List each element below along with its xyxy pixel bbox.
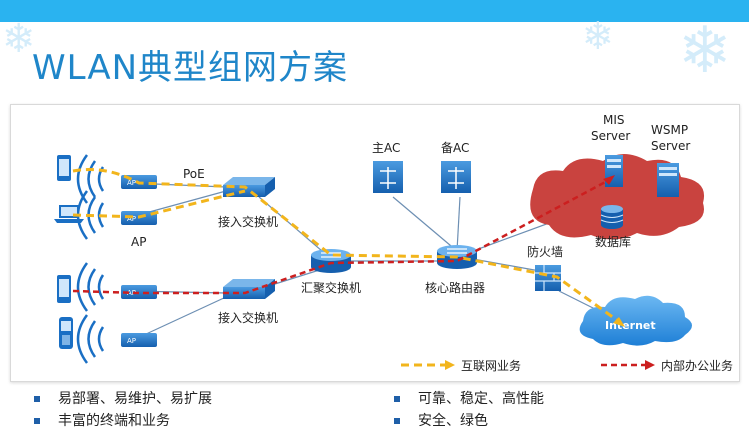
access-switch-top-label: 接入交换机 [218,215,279,229]
main-ac-icon [373,161,403,193]
access-switch-bottom-icon [223,279,275,299]
snowflake-decoration-left: ❄ [2,16,36,62]
ap-badge: AP [127,289,136,297]
bullet-text: 安全、绿色 [418,413,488,429]
bullet-text: 丰富的终端和业务 [58,413,170,429]
network-diagram: AP AP AP AP [54,154,705,370]
ap-badge: AP [127,179,136,187]
mobile-phone-icon [59,317,73,349]
top-accent-bar [0,0,749,22]
access-switch-bottom-label: 接入交换机 [218,311,279,325]
legend-internal-office-label: 内部办公业务 [661,359,734,373]
legend-internal-office [601,360,655,370]
ap-label: AP [131,235,147,249]
legend-internet-service [401,360,455,370]
internet-service-path [72,168,622,325]
wsmp-server-label-line2: Server [651,139,691,153]
bullet-marker [34,418,40,424]
bullet-list-left: 易部署、易维护、易扩展 丰富的终端和业务 [34,388,354,432]
bullet-text: 易部署、易维护、易扩展 [58,391,212,407]
backup-ac-label: 备AC [441,141,470,155]
internal-path-arrowhead [603,175,615,185]
network-diagram-panel: AP AP AP AP [10,104,740,382]
mis-server-label-line2: Server [591,129,631,143]
aggregation-switch-label: 汇聚交换机 [301,281,362,295]
internet-cloud-icon: Internet [579,295,692,346]
mis-server-label-line1: MIS [603,113,625,127]
core-router-label: 核心路由器 [425,281,486,295]
slide-title: WLAN典型组网方案 [32,48,349,88]
main-ac-label: 主AC [372,141,401,155]
bullet-item: 可靠、稳定、高性能 [394,388,714,410]
snowflake-decoration-right: ❄ [678,14,732,88]
bullet-item: 安全、绿色 [394,410,714,432]
bullet-marker [394,396,400,402]
bullet-text: 可靠、稳定、高性能 [418,391,544,407]
bullet-list-right: 可靠、稳定、高性能 安全、绿色 [394,388,714,432]
poe-label: PoE [183,167,205,181]
bullet-item: 易部署、易维护、易扩展 [34,388,354,410]
wsmp-server-icon [657,163,679,197]
firewall-label: 防火墙 [527,245,564,259]
ap-badge: AP [127,337,136,345]
firewall-icon [535,265,561,291]
smartphone-icon-2 [57,275,71,303]
backup-ac-icon [441,161,471,193]
database-icon [600,205,624,229]
wifi-waves-top-left [76,154,105,364]
bullet-marker [394,418,400,424]
aggregation-switch-icon [311,249,351,273]
snowflake-decoration-right-small: ❄ [582,14,614,58]
wsmp-server-label-line1: WSMP [651,123,689,137]
bullet-item: 丰富的终端和业务 [34,410,354,432]
smartphone-icon [57,155,71,181]
internet-path-arrowhead [613,317,625,327]
internal-office-path [72,177,612,295]
legend-internet-service-label: 互联网业务 [461,359,522,373]
access-point-icon [121,175,157,347]
database-label: 数据库 [595,235,632,249]
internet-label: Internet [605,319,656,332]
ap-badge: AP [127,215,136,223]
bullet-marker [34,396,40,402]
